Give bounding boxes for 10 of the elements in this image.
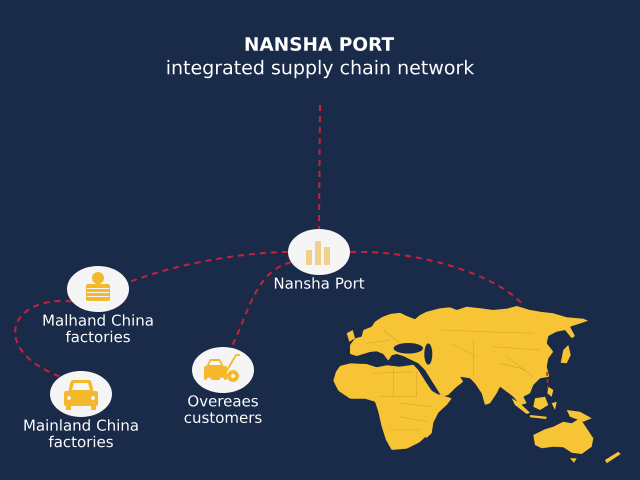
node-label: Malhand China factories (44, 314, 153, 342)
subtitle: integrated supply chain network (168, 60, 474, 78)
dashed-connector (350, 251, 522, 304)
node-label: Overeaes customers (184, 395, 262, 424)
node-label: Nansha Port (274, 277, 364, 289)
node-label: Mainland China factories (24, 419, 138, 448)
world-map (334, 306, 621, 464)
title: NANSHA PORT (246, 37, 394, 51)
dashed-connector (14, 300, 72, 378)
dashed-connector (318, 105, 321, 229)
